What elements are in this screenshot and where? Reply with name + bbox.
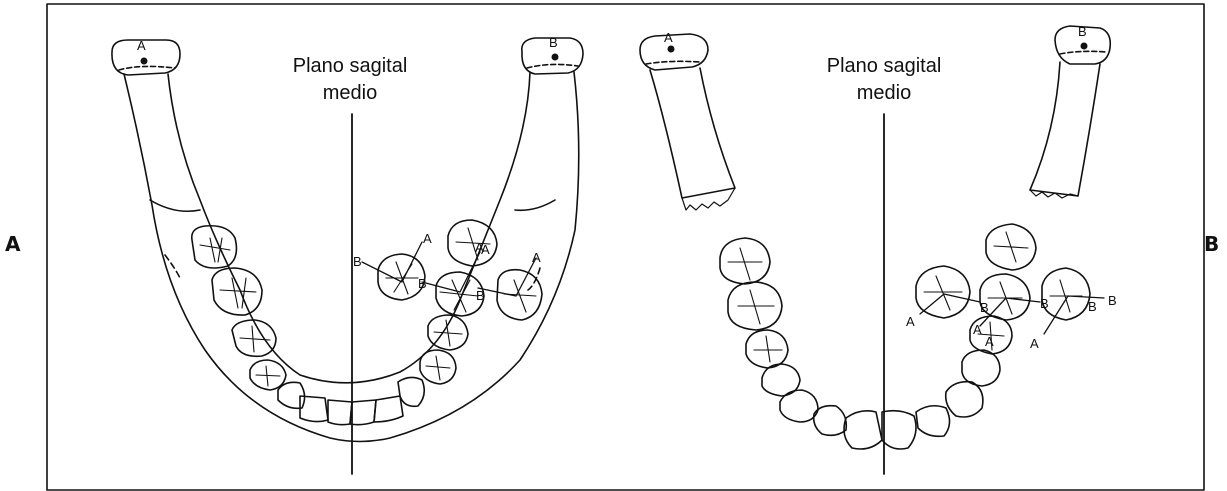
tooth-label-left-2: B xyxy=(353,254,362,269)
tooth-label-left-4: B xyxy=(418,276,427,291)
tooth-r-16 xyxy=(1042,268,1090,320)
tooth-r-5 xyxy=(780,390,818,422)
tooth-r-11 xyxy=(962,350,1000,386)
tooth-label-right-7: A xyxy=(985,334,994,349)
tooth-l-8 xyxy=(350,400,376,425)
tooth-r-9 xyxy=(916,406,950,437)
plane-label-left-line2: medio xyxy=(323,82,377,104)
tooth-l-9 xyxy=(374,396,403,422)
plane-label-right-line1: Plano sagital xyxy=(827,55,942,77)
condyle-label-a-right: A xyxy=(664,30,673,45)
tooth-label-left-7: A xyxy=(475,240,484,255)
tooth-label-left-6: B xyxy=(476,288,485,303)
tooth-label-right-6: B xyxy=(1108,293,1117,308)
condyle-a-right xyxy=(640,34,708,70)
tooth-r-7 xyxy=(844,411,882,449)
tooth-label-right-8: B xyxy=(1088,299,1097,314)
condyle-label-a-left: A xyxy=(137,38,146,53)
tooth-label-right-1: A xyxy=(906,314,915,329)
tooth-label-left-1: A xyxy=(423,231,432,246)
plane-label-right-line2: medio xyxy=(857,82,911,104)
tooth-label-right-4: B xyxy=(1040,296,1049,311)
tooth-r-3 xyxy=(746,330,788,368)
ramus-b xyxy=(1030,62,1100,196)
tooth-label-right-3: A xyxy=(973,322,982,337)
tooth-l-10 xyxy=(398,377,424,406)
tooth-r-1 xyxy=(720,238,770,284)
tooth-label-left-5: A xyxy=(532,250,541,265)
plane-label-left-line1: Plano sagital xyxy=(293,55,408,77)
tooth-label-right-5: A xyxy=(1030,336,1039,351)
tooth-label-right-2: B xyxy=(980,300,989,315)
tooth-r-8 xyxy=(882,411,916,449)
condyle-label-b-left: B xyxy=(549,35,558,50)
condyle-label-b-right: B xyxy=(1078,24,1087,39)
tooth-l-7 xyxy=(328,400,352,425)
ramus-a xyxy=(650,68,735,198)
tooth-r-10 xyxy=(946,382,983,417)
